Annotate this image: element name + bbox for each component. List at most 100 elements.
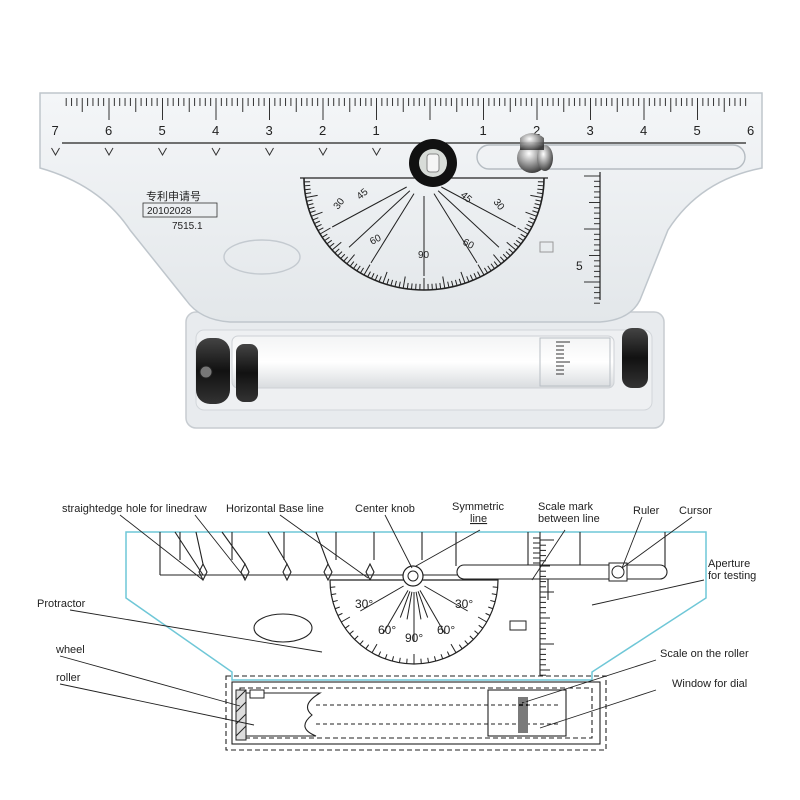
protractor-tick bbox=[477, 271, 481, 278]
protractor-tick bbox=[490, 599, 496, 603]
protractor-tick bbox=[439, 282, 442, 289]
ruler-number: 4 bbox=[212, 123, 219, 138]
protractor-tick bbox=[305, 194, 318, 198]
label-scale-mark: Scale mark bbox=[538, 501, 594, 513]
protractor-tick bbox=[324, 236, 330, 242]
protractor-tick bbox=[315, 224, 322, 228]
leader-lines bbox=[59, 514, 705, 729]
diagram-cursor-slot bbox=[456, 564, 668, 580]
protractor-ray bbox=[419, 590, 446, 634]
diagram-protractor-label: 60° bbox=[378, 623, 396, 637]
linedraw-hole bbox=[198, 562, 208, 582]
diagram-cursor bbox=[608, 562, 628, 582]
protractor-tick bbox=[334, 248, 340, 254]
protractor-tick bbox=[334, 606, 340, 610]
protractor-ray bbox=[370, 193, 415, 264]
diagram-protractor-label: 90° bbox=[405, 631, 423, 645]
label-window-for-dial: Window for dial bbox=[672, 678, 747, 690]
protractor-tick bbox=[451, 280, 454, 287]
linedraw-hole bbox=[104, 147, 114, 157]
outline bbox=[125, 531, 707, 681]
ruler-division bbox=[315, 531, 329, 565]
label-ruler: Ruler bbox=[633, 505, 660, 517]
ruler-number: 5 bbox=[159, 123, 166, 138]
label-aperture-for-testing: for testing bbox=[708, 570, 756, 582]
diagram-aperture bbox=[509, 620, 527, 631]
ruler-number: 6 bbox=[105, 123, 112, 138]
ruler-number: 7 bbox=[52, 123, 59, 138]
ruler-number: 6 bbox=[747, 123, 754, 138]
ruler-division bbox=[221, 531, 246, 565]
label-hole-for-linedraw: hole for linedraw bbox=[126, 503, 207, 515]
protractor-label: 60 bbox=[368, 233, 383, 248]
protractor-tick bbox=[532, 210, 539, 214]
protractor-tick bbox=[308, 206, 315, 210]
ruler-plate bbox=[39, 92, 763, 323]
diagram-protractor-label: 60° bbox=[437, 623, 455, 637]
aperture bbox=[539, 241, 554, 253]
protractor-label: 90 bbox=[418, 250, 430, 261]
protractor-tick bbox=[378, 651, 382, 657]
linedraw-hole bbox=[282, 562, 292, 582]
protractor-tick bbox=[488, 606, 494, 610]
protractor-tick bbox=[460, 271, 466, 284]
protractor-ray bbox=[331, 186, 407, 228]
label-aperture: Aperture bbox=[708, 558, 750, 570]
roller-tube bbox=[231, 335, 615, 389]
protractor-tick bbox=[435, 283, 438, 290]
protractor-tick bbox=[505, 251, 511, 257]
protractor-tick bbox=[329, 242, 335, 248]
protractor-tick bbox=[337, 251, 343, 257]
protractor-tick bbox=[331, 593, 337, 596]
protractor-tick bbox=[458, 644, 463, 650]
diagram-ruler-ticks bbox=[174, 531, 581, 582]
protractor-tick bbox=[353, 263, 358, 269]
protractor-tick bbox=[317, 227, 324, 232]
protractor-tick bbox=[458, 278, 462, 285]
protractor-tick bbox=[536, 192, 543, 195]
protractor-tick bbox=[433, 656, 437, 662]
protractor-tick bbox=[490, 263, 495, 269]
protractor-tick bbox=[346, 254, 355, 265]
protractor-tick bbox=[304, 188, 311, 191]
label-symmetric: Symmetric bbox=[452, 501, 504, 513]
protractor-tick bbox=[365, 644, 370, 650]
parts-diagram: 30° 60° 90° 60° 30° bbox=[37, 501, 756, 751]
protractor-ray bbox=[406, 591, 413, 620]
protractor-label: 60 bbox=[461, 237, 476, 252]
ruler-division bbox=[195, 531, 204, 565]
protractor-tick bbox=[487, 265, 492, 272]
protractor-tick bbox=[491, 593, 497, 596]
protractor-tick bbox=[473, 273, 478, 279]
protractor-ray bbox=[417, 591, 429, 618]
protractor-tick bbox=[391, 656, 395, 662]
label-symmetric-line: line bbox=[470, 513, 487, 525]
label-scale-on-the-roller: Scale on the roller bbox=[660, 648, 749, 660]
protractor-tick bbox=[311, 211, 323, 217]
protractor-tick bbox=[446, 651, 450, 657]
protractor-tick bbox=[535, 199, 542, 202]
protractor-tick bbox=[537, 188, 544, 191]
label-center-knob: Center knob bbox=[355, 503, 415, 515]
linedraw-holes bbox=[51, 147, 381, 157]
protractor-ray bbox=[437, 190, 500, 248]
protractor-ray bbox=[382, 590, 409, 634]
protractor-tick bbox=[410, 283, 413, 290]
protractor-tick bbox=[520, 233, 527, 238]
ruler-number: 4 bbox=[640, 123, 647, 138]
ruler-number: 2 bbox=[533, 123, 540, 138]
diagram-roller bbox=[243, 692, 322, 737]
protractor-tick bbox=[331, 241, 342, 251]
ruler-division bbox=[267, 531, 288, 565]
label-straightedge: straightedge bbox=[62, 503, 123, 515]
protractor-tick bbox=[477, 264, 485, 276]
protractor-tick bbox=[450, 643, 457, 653]
label-horizontal-base-line: Horizontal Base line bbox=[226, 503, 324, 515]
protractor-tick bbox=[363, 264, 371, 276]
dial-window bbox=[539, 337, 611, 387]
wheel-left bbox=[196, 338, 230, 404]
protractor-tick bbox=[442, 276, 446, 289]
protractor-tick bbox=[506, 241, 517, 251]
protractor-tick bbox=[406, 282, 409, 289]
cursor-knob bbox=[517, 133, 553, 173]
